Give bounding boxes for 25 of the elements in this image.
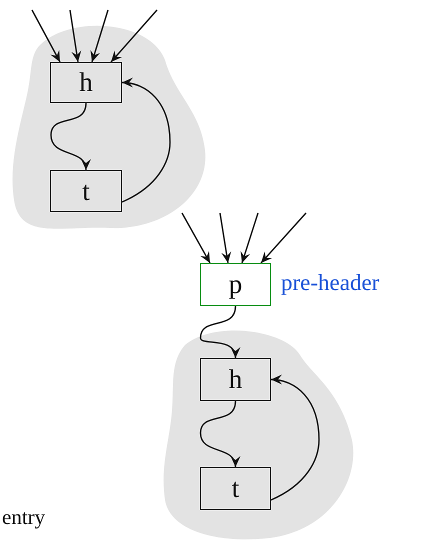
arrow: [270, 375, 320, 501]
block-box: [50, 62, 122, 103]
arrow: [69, 10, 82, 62]
block-box: [200, 467, 271, 510]
block-label: t: [82, 178, 90, 204]
block-box: [50, 170, 122, 212]
arrow: [260, 212, 307, 264]
arrow: [200, 306, 239, 358]
arrow: [181, 212, 211, 264]
caption-text: entry: [2, 505, 46, 530]
block-label: h: [228, 366, 242, 393]
block-label: t: [232, 475, 240, 502]
arrow: [110, 10, 158, 62]
arrow: [240, 212, 259, 264]
arrow: [90, 10, 109, 62]
block-box: [200, 263, 271, 306]
node-annotation: pre-header: [281, 270, 380, 296]
arrow: [50, 102, 90, 170]
arrow: [31, 10, 61, 62]
block-label: h: [79, 69, 93, 96]
block-box: [200, 358, 271, 401]
block-label: p: [228, 271, 242, 298]
arrow: [122, 78, 171, 203]
arrow: [219, 212, 232, 264]
arrow: [200, 400, 239, 468]
